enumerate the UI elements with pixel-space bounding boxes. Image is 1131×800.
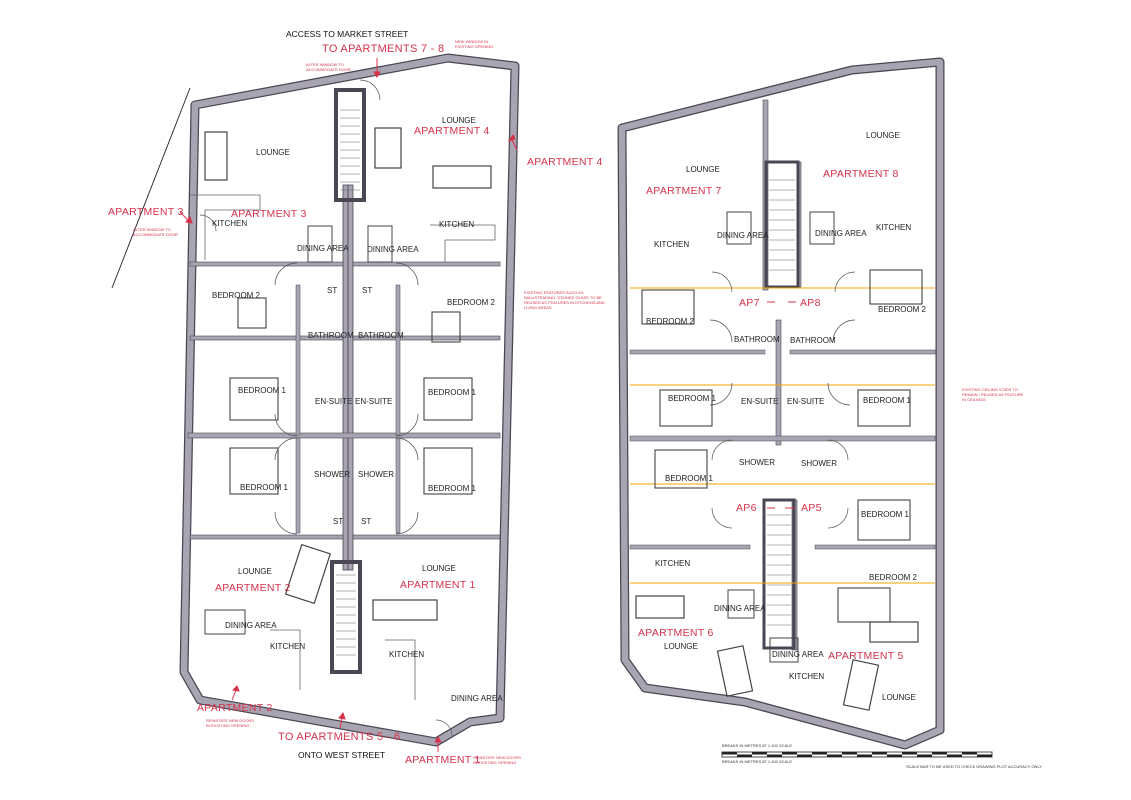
room-kitchen-a8: KITCHEN bbox=[876, 223, 912, 232]
room-kitchen-a5: KITCHEN bbox=[789, 672, 825, 681]
room-st-a2: ST bbox=[333, 517, 344, 526]
room-lounge-a6: LOUNGE bbox=[664, 642, 698, 651]
room-kitchen-a2: KITCHEN bbox=[270, 642, 306, 651]
note-new-window: NEW WINDOW IN EXISTING OPENING bbox=[455, 39, 494, 49]
access-market-street-label: ACCESS TO MARKET STREET bbox=[286, 29, 409, 39]
room-dining-a6: DINING AREA bbox=[714, 604, 766, 613]
room-bathroom-a4: BATHROOM bbox=[358, 331, 404, 340]
apartment-4-label: APARTMENT 4 bbox=[414, 125, 490, 137]
room-bedroom-a6: BEDROOM 1 bbox=[665, 474, 714, 483]
room-dining-a2: DINING AREA bbox=[225, 621, 277, 630]
onto-west-street-label: ONTO WEST STREET bbox=[298, 750, 386, 760]
room-st-a4: ST bbox=[362, 286, 373, 295]
room-lounge-a2: LOUNGE bbox=[238, 567, 272, 576]
apartment-4-entry-label: APARTMENT 4 bbox=[527, 156, 603, 168]
room-dining-a3: DINING AREA bbox=[297, 244, 349, 253]
room-ensuite-a3: EN-SUITE bbox=[315, 397, 353, 406]
room-bedroom2-a5: BEDROOM 2 bbox=[869, 573, 918, 582]
apartment-7-label: APARTMENT 7 bbox=[646, 185, 722, 197]
room-shower-a5: SHOWER bbox=[801, 459, 837, 468]
room-bathroom-a3: BATHROOM bbox=[308, 331, 354, 340]
apartment-2-entry-label: APARTMENT 2 bbox=[197, 702, 273, 714]
to-apartments-7-8-label: TO APARTMENTS 7 - 8 bbox=[322, 43, 445, 55]
room-kitchen-a6: KITCHEN bbox=[655, 559, 691, 568]
room-kitchen-a1: KITCHEN bbox=[389, 650, 425, 659]
ap7-label: AP7 bbox=[739, 297, 760, 309]
note-alter-window-top: ALTER WINDOW TO ACCOMMODATE DOOR bbox=[306, 62, 351, 72]
room-kitchen-a3: KITCHEN bbox=[212, 219, 248, 228]
room-bedroom2-a4: BEDROOM 2 bbox=[447, 298, 496, 307]
scale-bottom-caption: BREAKS IN METRES AT 1:100 SCALE bbox=[722, 759, 793, 764]
room-dining-a5: DINING AREA bbox=[772, 650, 824, 659]
apartment-2-label: APARTMENT 2 bbox=[215, 582, 291, 594]
ap8-label: AP8 bbox=[800, 297, 821, 309]
to-apartments-5-6-label: TO APARTMENTS 5 - 6 bbox=[278, 731, 401, 743]
room-lounge-a5: LOUNGE bbox=[882, 693, 916, 702]
note-existing-ceiling: EXISTING CEILING VOIDS TO REMAIN / REUSE… bbox=[962, 387, 1024, 402]
ap5-label: AP5 bbox=[801, 502, 822, 514]
room-lounge-a7: LOUNGE bbox=[686, 165, 720, 174]
room-ensuite-a8: EN-SUITE bbox=[787, 397, 825, 406]
room-dining-a1: DINING AREA bbox=[451, 694, 503, 703]
room-dining-a8: DINING AREA bbox=[815, 229, 867, 238]
apartment-6-label: APARTMENT 6 bbox=[638, 627, 714, 639]
room-shower-a6: SHOWER bbox=[739, 458, 775, 467]
room-bedroom1-a1: BEDROOM 1 bbox=[428, 484, 477, 493]
room-bedroom2-a8: BEDROOM 2 bbox=[878, 305, 927, 314]
scale-right-caption: SCALE BAR TO BE USED TO CHECK DRAWING PL… bbox=[906, 764, 1043, 769]
apartment-3-label: APARTMENT 3 bbox=[231, 208, 307, 220]
apartment-1-entry-label: APARTMENT 1 bbox=[405, 754, 481, 766]
note-existing-features: EXISTING FEATURES SUCH AS BALUSTRADING, … bbox=[524, 290, 605, 310]
room-lounge-a4: LOUNGE bbox=[442, 116, 476, 125]
note-reinstate-left: REINSTATE NEW DOORS IN EXISTING OPENING bbox=[206, 718, 255, 728]
room-bedroom1-a3: BEDROOM 1 bbox=[238, 386, 287, 395]
room-st-a1: ST bbox=[361, 517, 372, 526]
room-bedroom1-a2: BEDROOM 1 bbox=[240, 483, 289, 492]
room-bedroom1-a4: BEDROOM 1 bbox=[428, 388, 477, 397]
room-lounge-a8: LOUNGE bbox=[866, 131, 900, 140]
room-lounge-a1: LOUNGE bbox=[422, 564, 456, 573]
room-ensuite-a4: EN-SUITE bbox=[355, 397, 393, 406]
room-bedroom1-a7: BEDROOM 1 bbox=[668, 394, 717, 403]
room-shower-a1: SHOWER bbox=[358, 470, 394, 479]
room-bedroom1-a8: BEDROOM 1 bbox=[863, 396, 912, 405]
note-alter-window-left: ALTER WINDOW TO ACCOMMODATE DOOR bbox=[133, 227, 178, 237]
left-building bbox=[111, 53, 520, 747]
room-bathroom-a7: BATHROOM bbox=[734, 335, 780, 344]
room-dining-a7: DINING AREA bbox=[717, 231, 769, 240]
right-building bbox=[617, 57, 945, 750]
apartment-1-label: APARTMENT 1 bbox=[400, 579, 476, 591]
annotation-arrows bbox=[179, 58, 796, 752]
room-bedroom2-a3: BEDROOM 2 bbox=[212, 291, 261, 300]
room-st-a3: ST bbox=[327, 286, 338, 295]
room-kitchen-a7: KITCHEN bbox=[654, 240, 690, 249]
note-reinstate-right: REINSTATE NEW DOORS IN EXISTING OPENING bbox=[473, 755, 522, 765]
room-lounge-a3: LOUNGE bbox=[256, 148, 290, 157]
room-bathroom-a8: BATHROOM bbox=[790, 336, 836, 345]
room-shower-a2: SHOWER bbox=[314, 470, 350, 479]
room-kitchen-a4: KITCHEN bbox=[439, 220, 475, 229]
apartment-3-entry-label: APARTMENT 3 bbox=[108, 206, 184, 218]
scale-top-caption: BREAKS IN METRES AT 1:100 SCALE bbox=[722, 743, 793, 748]
ap6-label: AP6 bbox=[736, 502, 757, 514]
room-bedroom2-a7: BEDROOM 2 bbox=[646, 317, 695, 326]
room-ensuite-a7: EN-SUITE bbox=[741, 397, 779, 406]
scale-bar bbox=[721, 751, 993, 758]
room-bedroom1-a5: BEDROOM 1 bbox=[861, 510, 910, 519]
apartment-8-label: APARTMENT 8 bbox=[823, 168, 899, 180]
apartment-5-label: APARTMENT 5 bbox=[828, 650, 904, 662]
room-dining-a4: DINING AREA bbox=[367, 245, 419, 254]
